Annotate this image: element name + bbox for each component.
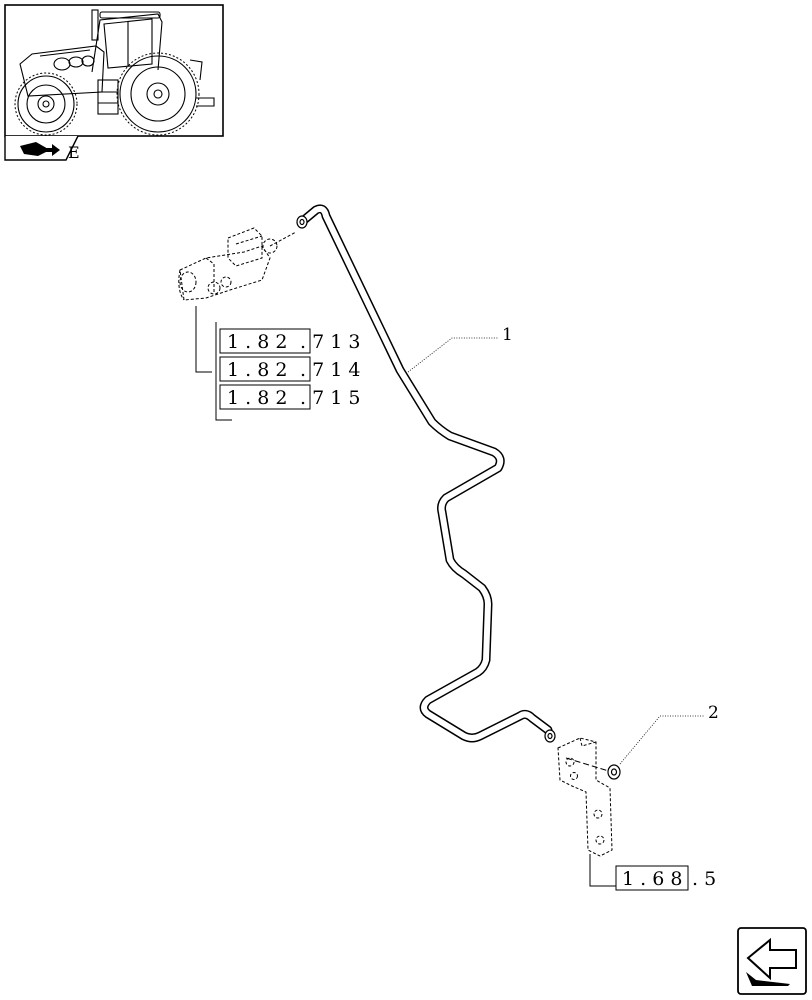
caption-glyph: E	[68, 143, 80, 162]
callout-number: 2	[708, 703, 719, 723]
reference-suffix-text: . 5	[692, 868, 716, 890]
reference-suffix-text: . 7 1 4	[300, 359, 360, 381]
pipe-inner	[301, 205, 551, 741]
reference-row-714[interactable]: 1 . 8 2 . 7 1 4	[219, 356, 360, 382]
reference-boxed-text: 1 . 8 2	[227, 387, 287, 409]
reference-group-upper: 1 . 8 2 . 7 1 3 1 . 8 2 . 7 1 4 1 . 8 2 …	[195, 306, 360, 421]
pipe-fitting-bottom	[544, 729, 556, 743]
book-arrow-icon	[20, 142, 60, 156]
reference-lower-1-68-5[interactable]: 1 . 6 8 . 5	[589, 854, 716, 891]
reference-row-713[interactable]: 1 . 8 2 . 7 1 3	[219, 328, 360, 354]
reference-suffix-text: . 7 1 3	[300, 331, 360, 353]
reference-suffix-text: . 7 1 5	[300, 387, 360, 409]
bracket-assembly	[557, 737, 613, 857]
tractor-icon	[17, 9, 215, 133]
callout-2[interactable]: 2	[619, 703, 719, 765]
pipe-fitting-top	[296, 215, 308, 229]
reference-boxed-text: 1 . 8 2	[227, 331, 287, 353]
reference-boxed-text: 1 . 6 8	[622, 868, 682, 890]
next-page-arrow-icon	[746, 937, 798, 986]
pipe-item-1[interactable]	[299, 204, 553, 743]
valve-block-assembly	[178, 227, 297, 301]
callout-number: 1	[502, 325, 513, 345]
reference-boxed-text: 1 . 8 2	[227, 359, 287, 381]
reference-row-715[interactable]: 1 . 8 2 . 7 1 5	[219, 384, 360, 410]
tractor-thumbnail[interactable]: E	[4, 4, 224, 162]
tire-tread	[14, 52, 200, 136]
pipe-outer	[299, 204, 553, 743]
callout-1[interactable]: 1	[407, 325, 513, 373]
next-page-button[interactable]	[737, 927, 807, 995]
nut-item-2[interactable]	[607, 764, 621, 780]
